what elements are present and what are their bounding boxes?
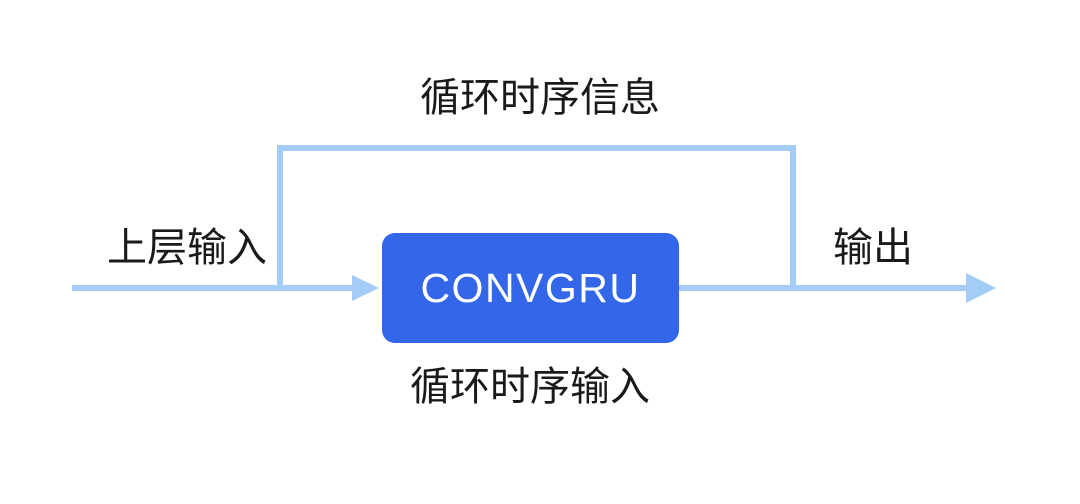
label-recurrent-temporal-information: 循环时序信息: [420, 76, 660, 120]
feedback-loop-top-span: [277, 145, 796, 151]
convgru-node-label: CONVGRU: [420, 264, 641, 311]
arrowhead-output: [966, 273, 996, 303]
flow-line-right-segment: [679, 285, 968, 291]
convgru-node[interactable]: CONVGRU: [382, 233, 679, 343]
feedback-loop-right-riser: [790, 145, 796, 291]
feedback-loop-left-drop: [277, 145, 283, 291]
flow-line-left-segment: [72, 285, 352, 291]
label-recurrent-temporal-input: 循环时序输入: [410, 365, 650, 409]
label-output: 输出: [833, 226, 913, 270]
arrowhead-into-node: [352, 275, 379, 301]
label-upper-layer-input: 上层输入: [107, 226, 267, 270]
